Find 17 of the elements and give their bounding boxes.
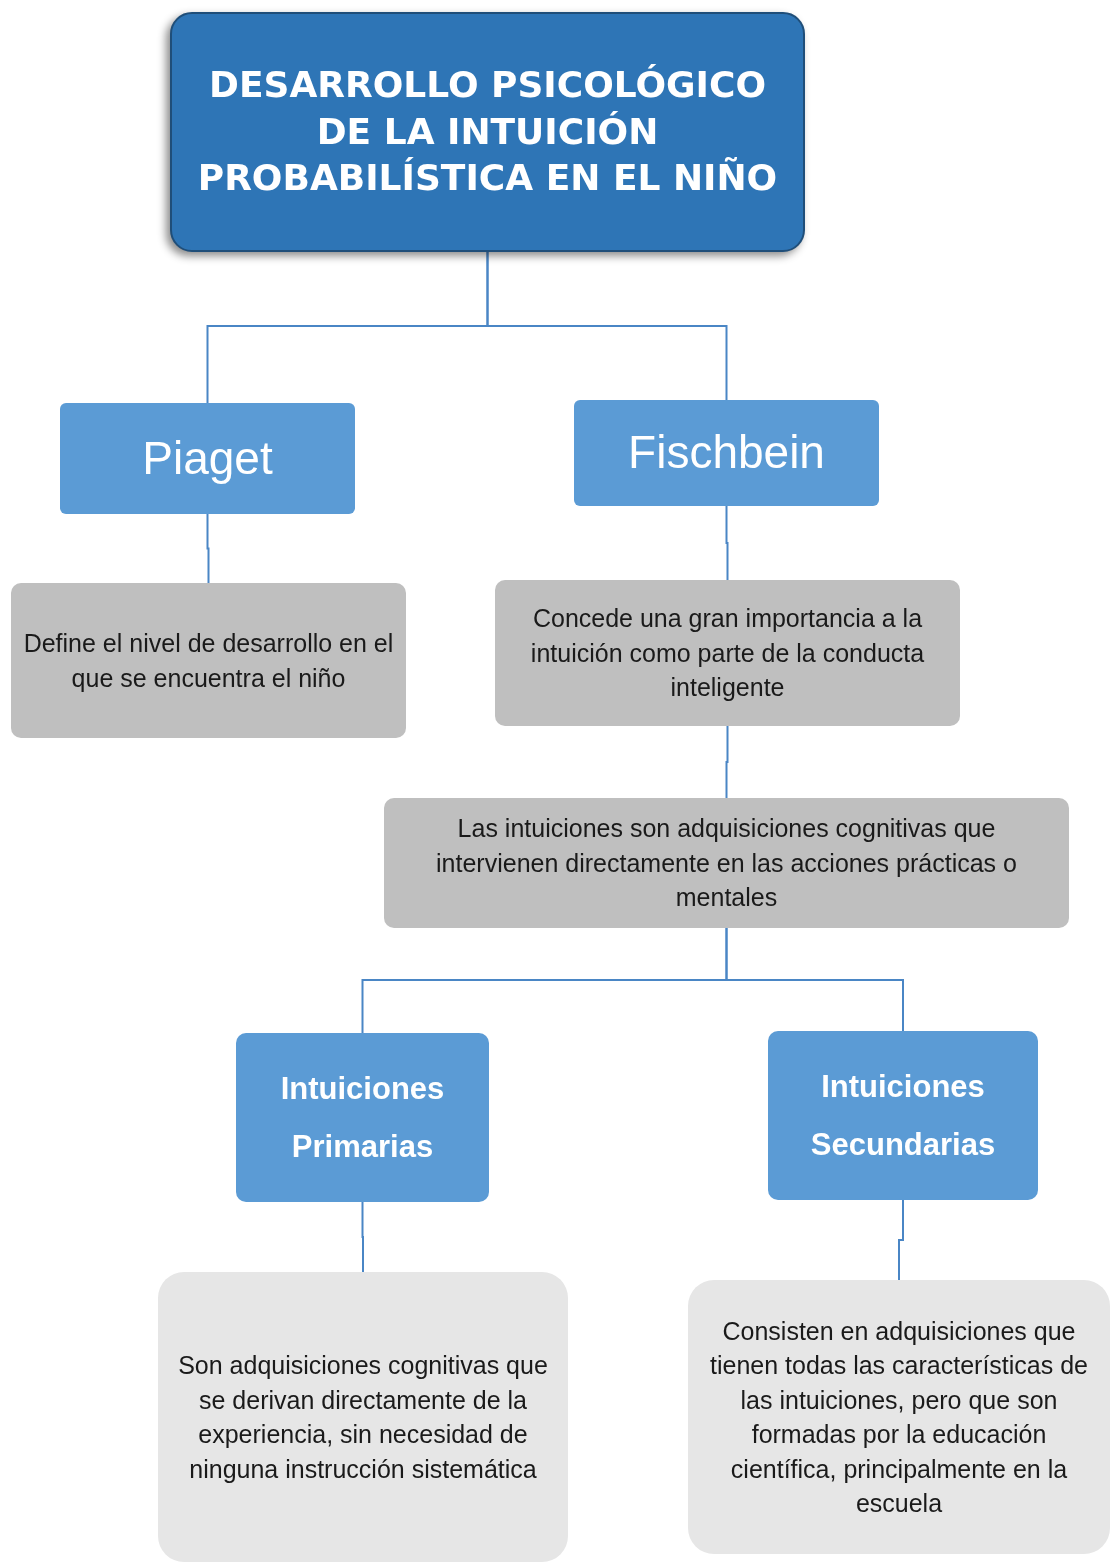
description-box: Las intuiciones son adquisiciones cognitivas que intervienen directamente en las acciones prácticas o mentales <box>384 798 1069 928</box>
description-box: Consisten en adquisiciones que tienen todas las características de las intuiciones, pero que son formadas por la educación científica, principalmente en la escuela <box>688 1280 1110 1554</box>
description-box: Define el nivel de desarrollo en el que se encuentra el niño <box>11 583 406 738</box>
category-box: Intuiciones Secundarias <box>768 1031 1038 1200</box>
connector-line <box>725 725 729 799</box>
connector-line <box>361 1201 364 1273</box>
connector-line <box>206 513 210 584</box>
author-box: Piaget <box>60 403 355 514</box>
author-box: Fischbein <box>574 400 879 506</box>
title-box: DESARROLLO PSICOLÓGICO DE LA INTUICIÓN PROBABILÍSTICA EN EL NIÑO <box>170 12 805 252</box>
description-box: Concede una gran importancia a la intuición como parte de la conducta inteligente <box>495 580 960 726</box>
connector-line <box>725 505 729 581</box>
connector-line <box>486 251 728 401</box>
connector-line <box>898 1199 904 1281</box>
category-box: Intuiciones Primarias <box>236 1033 489 1202</box>
connector-line <box>725 927 904 1032</box>
description-box: Son adquisiciones cognitivas que se derivan directamente de la experiencia, sin necesidad de ninguna instrucción sistemática <box>158 1272 568 1562</box>
